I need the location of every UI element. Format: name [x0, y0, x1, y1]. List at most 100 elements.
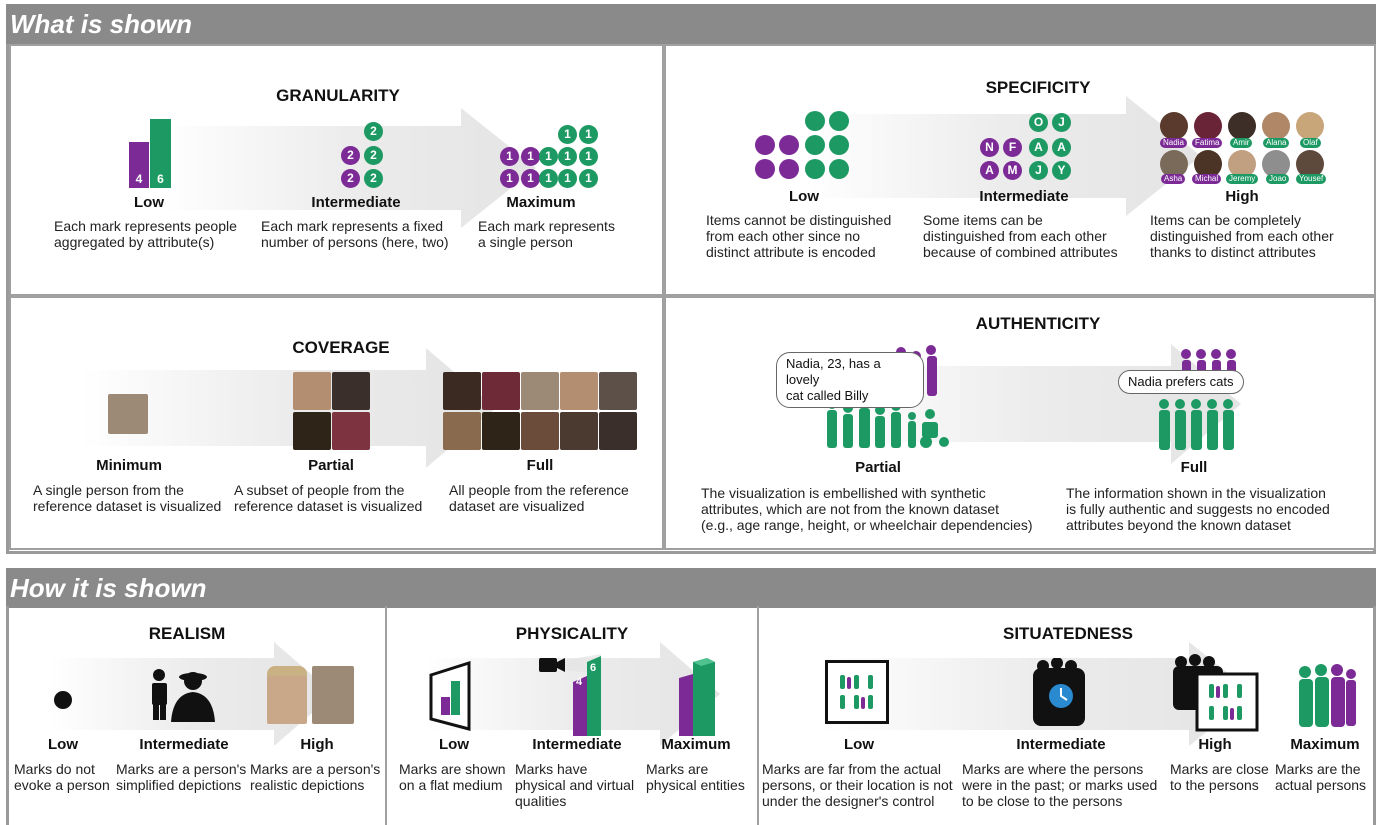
mixed-reality-chart — [539, 654, 601, 736]
person-photo — [521, 412, 559, 450]
avatar — [1194, 112, 1222, 140]
avatar — [1262, 112, 1290, 140]
name-tag: Asha — [1161, 174, 1186, 184]
physicality-maximum-desc: Marks are physical entities — [646, 761, 745, 793]
dot-one: 1 — [539, 169, 558, 188]
avatar — [1194, 150, 1222, 178]
name-tag: Yousef — [1296, 174, 1327, 184]
person-photo — [560, 412, 598, 450]
person-photo — [332, 412, 370, 450]
person-photo — [332, 372, 370, 410]
person-photo — [599, 372, 637, 410]
dot-one: 1 — [500, 169, 519, 188]
physicality-intermediate-label: Intermediate — [532, 736, 622, 753]
section-title-what: What is shown — [10, 9, 192, 39]
dot — [829, 135, 849, 155]
person-photo — [293, 412, 331, 450]
person-photo — [521, 372, 559, 410]
letter-dot: O — [1029, 113, 1048, 132]
dot-one: 1 — [558, 147, 577, 166]
framed-picture — [825, 660, 889, 724]
physicality-low-desc: Marks are shown on a flat medium — [399, 761, 506, 793]
divider — [385, 606, 387, 825]
name-tag: Jeremy — [1226, 174, 1259, 184]
realism-low-label: Low — [48, 736, 78, 753]
coverage-partial-desc: A subset of people from the reference da… — [234, 482, 423, 514]
specificity-title: SPECIFICITY — [985, 78, 1091, 97]
authenticity-partial-label: Partial — [855, 459, 901, 476]
authenticity-full-desc: The information shown in the visualizati… — [1066, 485, 1330, 533]
coverage-title: COVERAGE — [292, 338, 390, 357]
dot — [805, 135, 825, 155]
circle-mark — [54, 691, 72, 709]
section-header-what: What is shown — [6, 4, 1376, 44]
dot-two: 2 — [364, 122, 383, 141]
physical-bars — [679, 658, 715, 736]
coverage-full-desc: All people from the reference dataset ar… — [449, 482, 629, 514]
granularity-maximum-label: Maximum — [506, 194, 576, 211]
physicality-title: PHYSICALITY — [515, 624, 629, 643]
specificity-intermediate-desc: Some items can be distinguished from eac… — [923, 212, 1118, 260]
situatedness-maximum-desc: Marks are the actual persons — [1275, 761, 1367, 793]
granularity-low-label: Low — [134, 194, 164, 211]
person-photo — [482, 372, 520, 410]
name-tag: Fatima — [1192, 138, 1223, 148]
dot-two: 2 — [341, 169, 360, 188]
mixed-bar-value: 6 — [590, 662, 597, 674]
actual-persons — [1299, 664, 1356, 727]
silhouette-icons — [152, 669, 215, 722]
letter-dot: M — [1003, 161, 1022, 180]
avatar — [1296, 150, 1324, 178]
dot — [829, 159, 849, 179]
physicality-arrow — [425, 642, 720, 746]
avatar — [1160, 112, 1188, 140]
letter-dot: A — [980, 161, 999, 180]
dot-two: 2 — [364, 146, 383, 165]
coverage-minimum-desc: A single person from the reference datas… — [33, 482, 222, 514]
realism-intermediate-desc: Marks are a person's simplified depictio… — [116, 761, 247, 793]
dot-two: 2 — [341, 146, 360, 165]
specificity-low-label: Low — [789, 188, 819, 205]
partial-speech-bubble: Nadia, 23, has a lovely cat called Billy — [776, 352, 924, 408]
coverage-full-label: Full — [526, 457, 554, 474]
granularity-intermediate-label: Intermediate — [311, 194, 401, 211]
situatedness-maximum-label: Maximum — [1290, 736, 1360, 753]
name-tag: Alana — [1263, 138, 1290, 148]
letter-dot: Y — [1052, 161, 1071, 180]
coverage-minimum-label: Minimum — [96, 457, 162, 474]
situatedness-title: SITUATEDNESS — [1002, 624, 1134, 643]
dot — [829, 111, 849, 131]
section-title-how: How it is shown — [10, 573, 207, 603]
physicality-intermediate-desc: Marks have physical and virtual qualitie… — [515, 761, 635, 809]
physicality-low-label: Low — [439, 736, 469, 753]
dot-one: 1 — [558, 169, 577, 188]
section-frame-how — [6, 606, 1376, 825]
granularity-arrow — [161, 108, 536, 228]
name-tag: Joao — [1266, 174, 1290, 184]
crowd-clock-icon — [1033, 658, 1085, 726]
dot-one: 1 — [500, 147, 519, 166]
dot — [805, 111, 825, 131]
section-header-how: How it is shown — [6, 568, 1376, 608]
figure-grid — [840, 675, 873, 709]
dot-one: 1 — [579, 147, 598, 166]
flat-screen-chart — [429, 661, 471, 731]
crowd-with-frame — [1173, 654, 1259, 732]
person-photo — [482, 412, 520, 450]
person-photo — [312, 666, 354, 724]
panel-coverage: COVERAGE Minimum Partial Full A single p… — [9, 296, 664, 550]
letter-dot: A — [1029, 138, 1048, 157]
letter-dot: J — [1029, 161, 1048, 180]
specificity-high-label: High — [1225, 188, 1259, 205]
person-photo — [108, 394, 148, 434]
situatedness-low-desc: Marks are far from the actual persons, o… — [762, 761, 953, 809]
bar-purple: 4 — [129, 142, 149, 188]
panel-granularity: GRANULARITY 4 6 2 2 2 2 2 1 1 1 1 1 1 1 … — [9, 44, 664, 296]
coverage-partial-label: Partial — [308, 457, 354, 474]
granularity-low-desc: Each mark represents people aggregated b… — [54, 218, 237, 250]
name-tag: Amir — [1230, 138, 1253, 148]
letter-dot: F — [1003, 138, 1022, 157]
authenticity-partial-desc: The visualization is embellished with sy… — [701, 485, 1033, 533]
person-photo — [560, 372, 598, 410]
panel-physicality: PHYSICALITY 4 6 Low Intermediate Maximum… — [387, 606, 757, 825]
